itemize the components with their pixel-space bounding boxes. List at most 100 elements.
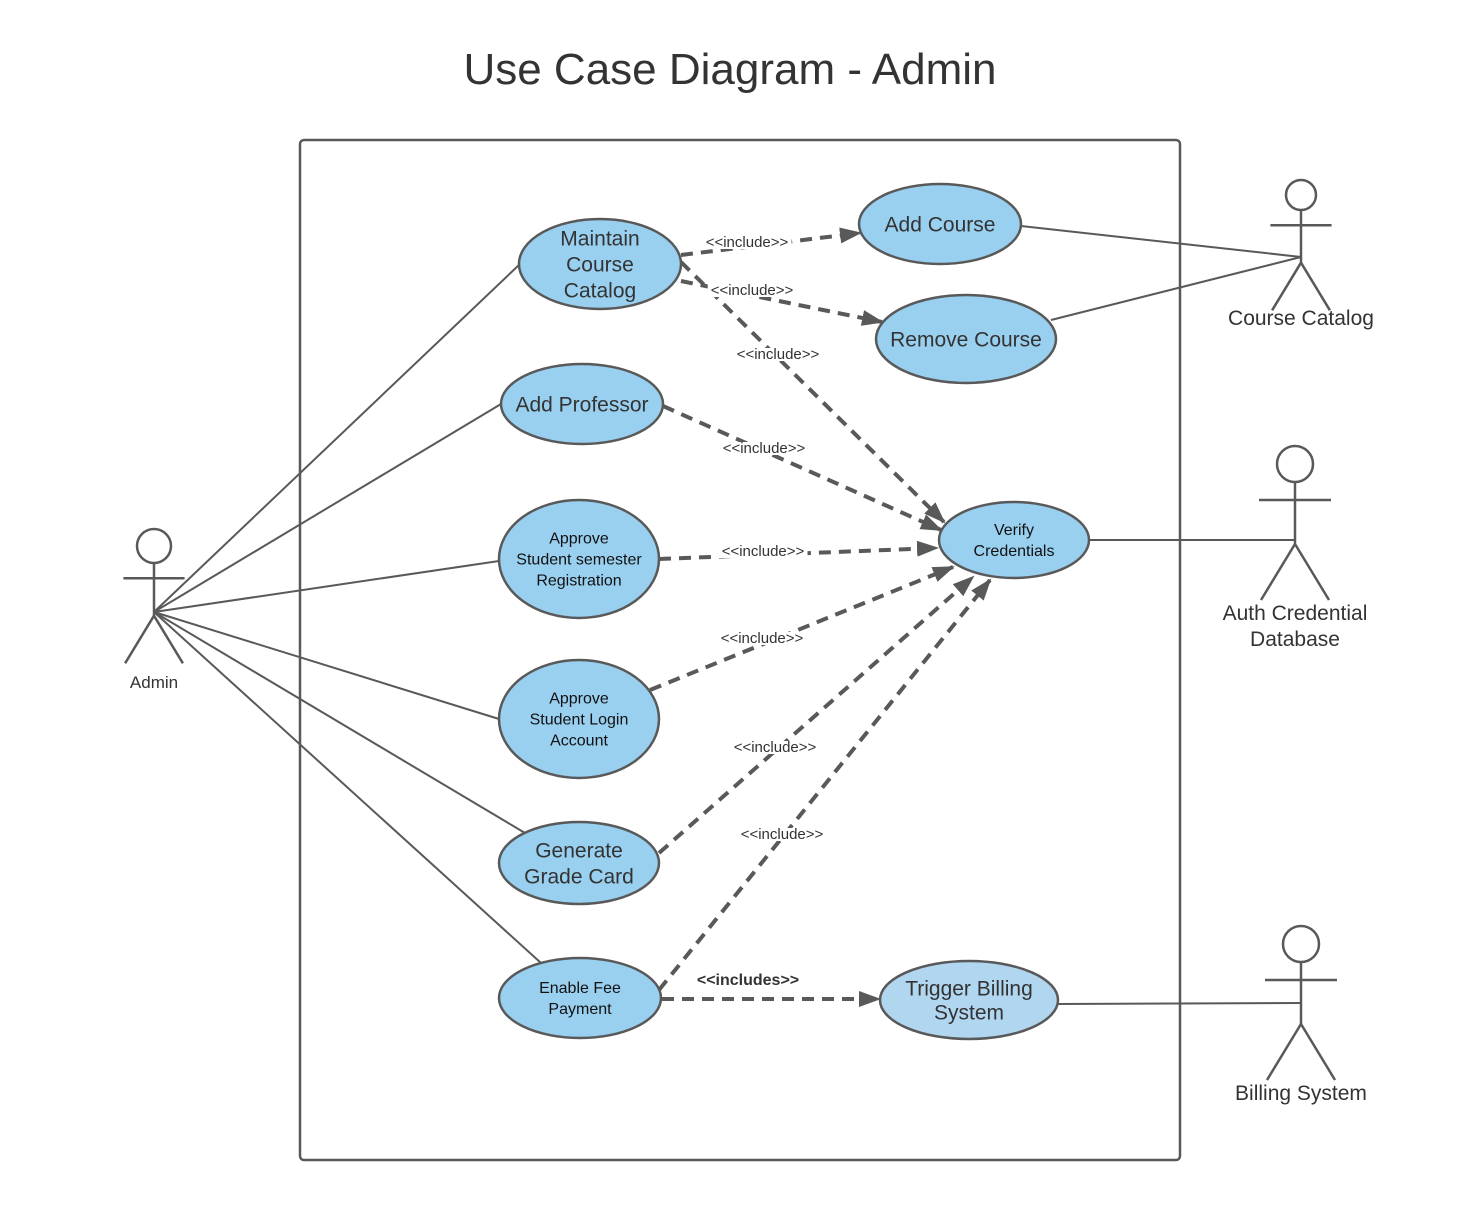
stick-figure-icon: [1270, 178, 1332, 311]
include-label-background: [718, 545, 808, 558]
system-boundary: [298, 138, 1182, 1162]
use-case-ellipse: [497, 658, 661, 780]
actor-right-leg: [1293, 543, 1331, 601]
association-admin-grade: [153, 611, 526, 834]
use-case-ellipse: [499, 362, 665, 446]
include-label-background: [737, 828, 827, 841]
association-billing_uc-billing: [1057, 1002, 1302, 1005]
use-case-ellipse: [497, 820, 661, 906]
use-case-label: Add Professor: [515, 393, 648, 416]
use-case-label: System: [934, 1001, 1004, 1024]
actor-label: Billing System: [1235, 1082, 1367, 1105]
include-label: <<include>>: [711, 282, 794, 299]
actor-right-leg: [1299, 1023, 1337, 1081]
include-label: <<include>>: [721, 630, 804, 647]
include-label-background: [693, 974, 803, 987]
use-case-ellipse: [857, 182, 1023, 266]
use-case-label: Payment: [548, 1001, 612, 1018]
include-label: <<include>>: [741, 826, 824, 843]
association-admin-approve_login: [153, 611, 500, 720]
include-label-background: [702, 236, 792, 249]
stick-figure-icon: [123, 527, 185, 664]
include-label-background: [730, 741, 820, 754]
actor-left-leg: [1265, 1023, 1303, 1081]
include-label-background: [717, 632, 807, 645]
include-label: <<include>>: [734, 739, 817, 756]
include-label-background: [719, 442, 809, 455]
actor-label: Auth Credential: [1223, 602, 1368, 625]
association-remove_course-course_catalog: [1050, 256, 1302, 321]
actor-label: Course Catalog: [1228, 307, 1374, 330]
include-arrow-maintain-remove_course: [680, 279, 884, 326]
actor-course-catalog[interactable]: Course Catalog: [1228, 178, 1374, 330]
association-admin-approve_reg: [153, 560, 500, 613]
include-label: <<includes>>: [697, 972, 799, 989]
use-case-label: Trigger Billing: [905, 977, 1033, 1000]
use-case-label: Course: [566, 253, 634, 276]
include-label: <<include>>: [737, 346, 820, 363]
association-admin-add_prof: [153, 403, 502, 613]
actor-head: [1284, 178, 1318, 212]
stick-figure-icon: [1259, 444, 1331, 601]
stick-figure-icon: [1265, 924, 1337, 1081]
actor-billing[interactable]: Billing System: [1235, 924, 1367, 1105]
use-case-ellipse: [874, 293, 1058, 385]
association-add_course-course_catalog: [1020, 225, 1302, 258]
use-case-label: Student Login: [530, 712, 629, 729]
include-label-background: [733, 348, 823, 361]
use-case-add-prof[interactable]: Add Professor: [499, 362, 665, 446]
use-case-label: Verify: [994, 522, 1034, 539]
association-admin-maintain: [153, 263, 521, 613]
use-case-label: Add Course: [885, 213, 996, 236]
include-relationships: [649, 227, 992, 1007]
use-case-label: Approve: [549, 691, 609, 708]
use-case-label: Grade Card: [524, 865, 634, 888]
actor-left-leg: [124, 615, 156, 664]
include-arrow-approve_reg-verify: [658, 540, 939, 561]
association-lines: [153, 225, 1302, 1005]
include-label: <<include>>: [723, 440, 806, 457]
include-label: <<include>>: [706, 234, 789, 251]
use-case-label: Credentials: [974, 543, 1055, 560]
include-labels: <<include>> <<include>> <<include>> <<inclu…: [693, 234, 827, 989]
actor-label: Admin: [130, 673, 178, 692]
use-case-label: Student semester: [516, 552, 642, 569]
use-case-label: Maintain: [560, 227, 639, 250]
actor-admin[interactable]: Admin: [123, 527, 185, 692]
use-case-label: Remove Course: [890, 328, 1042, 351]
actor-label: Database: [1250, 628, 1340, 651]
include-label: <<include>>: [722, 543, 805, 560]
use-case-remove-course[interactable]: Remove Course: [874, 293, 1058, 385]
actor-head: [1281, 924, 1321, 964]
use-case-ellipse: [497, 956, 663, 1040]
use-case-label: Account: [550, 733, 608, 750]
use-case-ellipse: [937, 500, 1091, 580]
diagram-title: Use Case Diagram - Admin: [463, 45, 996, 94]
use-case-add-course[interactable]: Add Course: [857, 182, 1023, 266]
actor-head: [135, 527, 173, 565]
include-arrow-add_prof-verify: [662, 404, 943, 532]
actor-left-leg: [1259, 543, 1297, 601]
actor-head: [1275, 444, 1315, 484]
include-arrow-fee-verify: [657, 578, 992, 992]
use-case-ellipse: [517, 217, 683, 311]
actor-right-leg: [152, 615, 184, 664]
use-case-label: Registration: [536, 573, 621, 590]
use-case-label: Enable Fee: [539, 980, 621, 997]
actor-left-leg: [1271, 262, 1303, 311]
include-arrow-maintain-verify: [679, 260, 946, 524]
use-case-ellipse: [497, 498, 661, 620]
use-case-label: Generate: [535, 839, 623, 862]
include-arrow-grade-verify: [657, 575, 975, 855]
